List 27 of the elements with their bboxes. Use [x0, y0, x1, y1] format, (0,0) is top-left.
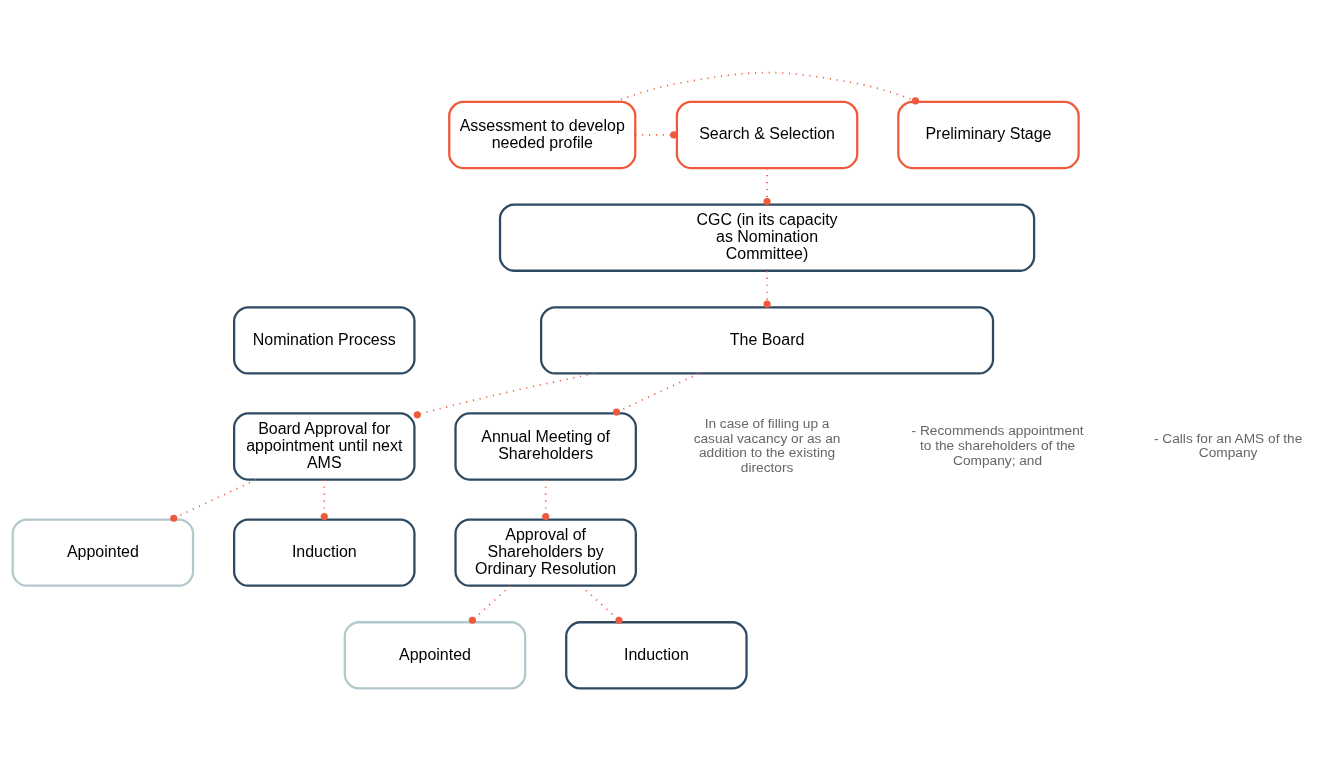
node-box: Appointed	[11, 518, 195, 587]
node-box: Search & Selection	[675, 100, 859, 170]
node-box: Approval of Shareholders by Ordinary Resolution	[454, 518, 637, 587]
node-box: Annual Meeting of Shareholders	[454, 412, 637, 481]
node-box: Induction	[565, 621, 748, 690]
label: - Calls for an AMS of the Company	[1153, 430, 1303, 461]
connector	[320, 479, 328, 521]
connector	[763, 167, 771, 206]
connector	[634, 131, 678, 139]
label: - Recommends appointment to the shareholders of the Company; and	[911, 423, 1084, 468]
connector	[542, 479, 550, 521]
connector	[613, 71, 920, 105]
connector	[763, 270, 771, 308]
connector	[580, 584, 623, 624]
node-box: Preliminary Stage	[897, 100, 1080, 170]
connector	[468, 584, 512, 624]
label: In case of filling up a casual vacancy or as an addition to the existing directors	[693, 415, 841, 476]
node-box: Nomination Process	[233, 306, 416, 375]
connector	[413, 372, 596, 419]
node-box: Appointed	[343, 621, 527, 690]
node-box: Assessment to develop needed profile	[448, 100, 637, 170]
node-box: The Board	[539, 306, 995, 375]
node-box: Board Approval for appointment until next AMS	[233, 412, 416, 481]
connector	[170, 478, 257, 522]
node-box: CGC (in its capacity as Nomination Committee)	[498, 203, 1036, 272]
connector	[612, 372, 700, 416]
node-box: Induction	[233, 518, 416, 587]
